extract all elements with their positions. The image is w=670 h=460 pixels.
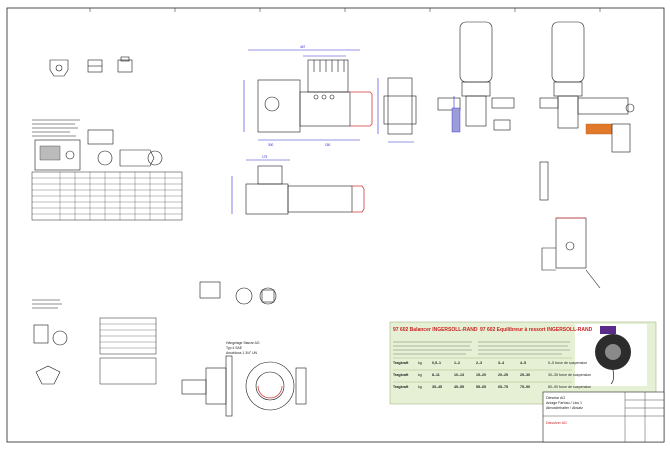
advert-row-unit: kg xyxy=(418,361,422,365)
advert-row-value: 20–25 xyxy=(498,373,508,377)
advert-row-unit: kg xyxy=(418,373,422,377)
advert-row-value: 75–90 xyxy=(520,385,530,389)
advert-row-value: 55–65 xyxy=(476,385,486,389)
advert-row-value: 8–11 xyxy=(432,373,440,377)
title-stamp: Dissolver AG xyxy=(546,421,567,425)
advert-row-value: 3–4 xyxy=(498,361,504,365)
bottom-elevation-view: 175 xyxy=(231,155,365,215)
advert-row-value: 4–5 xyxy=(520,361,526,365)
spec-table-upper-left xyxy=(31,119,183,221)
svg-text:300: 300 xyxy=(268,143,274,147)
advert-row-value: 15–20 xyxy=(476,373,486,377)
note-line-3: Anschluss 1 3/4" UN xyxy=(226,351,258,355)
spec-table-lower-left xyxy=(32,299,157,385)
title-line-2: Anlage Farbau / Lkw 1 xyxy=(546,401,582,405)
advert-title-right: 97 602 Equilibreur à ressort INGERSOLL-R… xyxy=(480,327,593,333)
advert-body-lines xyxy=(393,341,570,355)
svg-text:467: 467 xyxy=(300,45,306,49)
svg-text:150: 150 xyxy=(325,143,331,147)
advert-title-left: 97 602 Balancer INGERSOLL-RAND xyxy=(393,327,478,333)
note-line-2: Typ 4 SAE xyxy=(226,346,243,350)
advert-row-value: 65–75 xyxy=(498,385,508,389)
svg-text:175: 175 xyxy=(262,155,268,159)
title-line-1: Dieselar AG xyxy=(546,396,565,400)
advert-row-note: 0–5 force de suspension xyxy=(548,361,587,365)
small-part-views xyxy=(49,56,133,77)
advert-row-label: Tragkraft xyxy=(393,373,409,377)
connector-views xyxy=(181,281,307,417)
advert-row-note: 80–90 force de suspension xyxy=(548,385,591,389)
advert-row-label: Tragkraft xyxy=(393,361,409,365)
advert-row-label: Tragkraft xyxy=(393,385,409,389)
main-front-view: 467 300 150 xyxy=(243,45,417,147)
frame-ticks xyxy=(89,8,601,12)
advert-row-value: 0,5–1 xyxy=(432,361,441,365)
advert-spec-table: Tragkraft kg 0,5–1 1–2 2–3 3–4 4–5 0–5 force de… xyxy=(393,357,591,389)
advert-row-unit: kg xyxy=(418,385,422,389)
advert-row-value: 25–30 xyxy=(520,373,530,377)
balancer-advert: 97 602 Balancer INGERSOLL-RAND 97 602 Eq… xyxy=(389,321,657,405)
motor-assembly-right xyxy=(539,21,635,153)
advert-row-note: 30–35 force de suspension xyxy=(548,373,591,377)
advert-row-value: 10–13 xyxy=(454,373,464,377)
advert-row-value: 45–55 xyxy=(454,385,464,389)
note-line-1: Hängelage Stanze AG xyxy=(226,341,260,345)
advert-row-value: 35–45 xyxy=(432,385,442,389)
bracket-details xyxy=(539,161,601,289)
title-block: Dieselar AG Anlage Farbau / Lkw 1 Atmosb… xyxy=(542,391,665,443)
advert-row-value: 1–2 xyxy=(454,361,460,365)
advert-row-value: 2–3 xyxy=(476,361,482,365)
title-line-3: Atmosbehalter / Absatz xyxy=(546,406,583,410)
motor-assembly-left xyxy=(437,21,515,133)
